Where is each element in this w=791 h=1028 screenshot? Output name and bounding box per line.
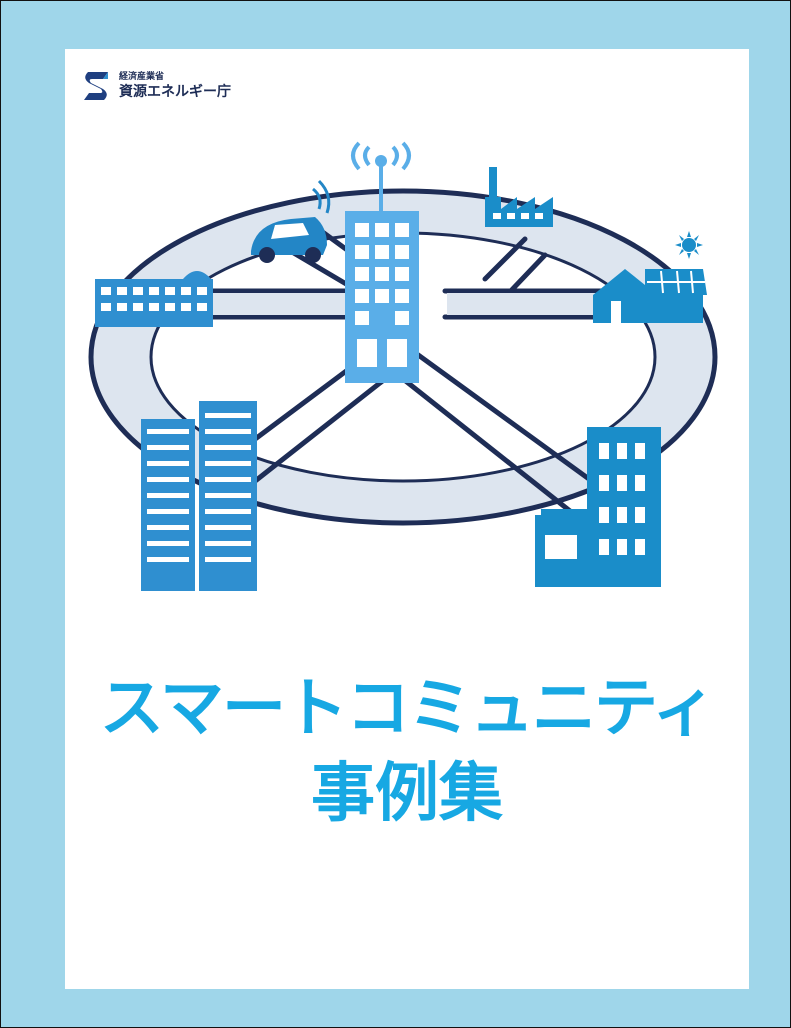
agency-parent-ministry: 経済産業省 [119,72,165,82]
smart-community-illustration [88,141,718,591]
cover-sheet: 経済産業省 資源エネルギー庁 [65,49,749,989]
central-building-antenna-icon [345,141,419,383]
hospital-icon [95,271,213,327]
solar-house-icon [593,269,707,323]
spoke-fill [172,293,623,315]
title-line-1: スマートコミュニティ [99,672,716,746]
apartment-towers-icon [141,401,257,591]
sun-icon [675,231,703,259]
agency-logo: 経済産業省 資源エネルギー庁 [79,69,279,105]
agency-name: 資源エネルギー庁 [119,84,231,100]
factory-icon [485,167,553,227]
agency-mark-icon [84,72,108,100]
title-line-2: 事例集 [311,757,503,831]
office-building-icon [535,427,661,587]
connected-car-icon [251,179,331,263]
